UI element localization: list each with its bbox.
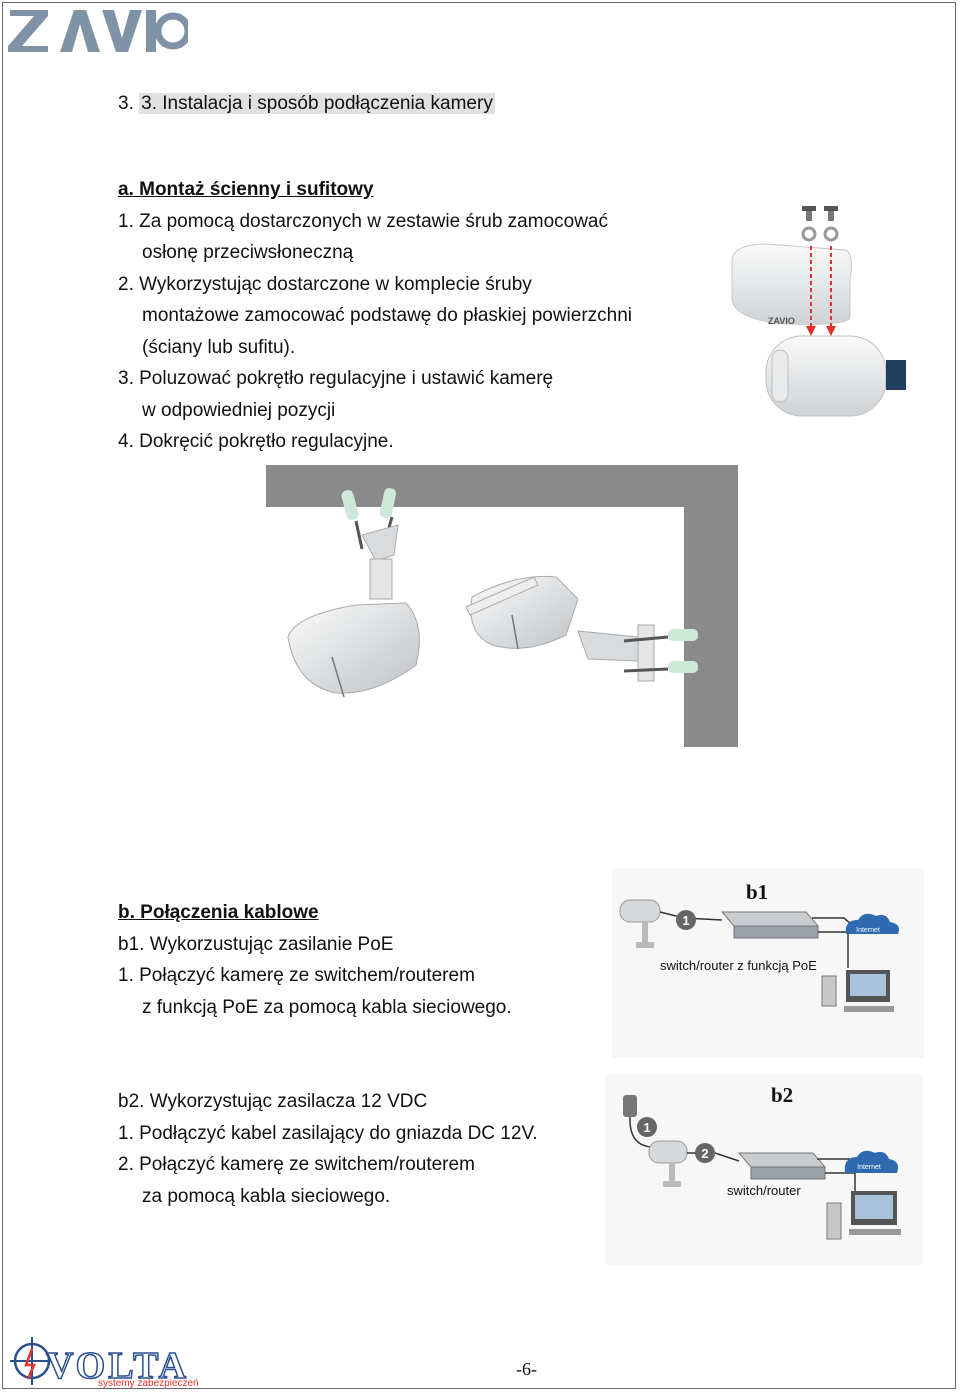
instruction-line: z funkcją PoE za pomocą kabla sieciowego… — [142, 997, 512, 1018]
ceiling-camera — [287, 488, 420, 698]
instruction-line: 4. Dokręcić pokrętło regulacyjne. — [118, 431, 394, 452]
instruction-line: 2. Wykorzystując dostarczone w komplecie… — [118, 274, 532, 295]
poe-connection-figure: b1 1 Internet switch/router z funkcją Po… — [612, 868, 924, 1058]
instruction-line: za pomocą kabla sieciowego. — [142, 1186, 391, 1207]
screw-icon — [802, 206, 816, 221]
ceiling — [266, 465, 738, 507]
instruction-line: (ściany lub sufitu). — [142, 337, 296, 358]
instruction-line: 2. Połączyć kamerę ze switchem/routerem — [118, 1154, 475, 1175]
zavio-logo — [8, 10, 188, 52]
instruction-line: 1. Za pomocą dostarczonych w zestawie śr… — [118, 211, 608, 232]
svg-text:Internet: Internet — [857, 1164, 881, 1171]
figure-label: b1 — [746, 880, 769, 904]
switch-icon — [737, 1152, 827, 1180]
camera-icon — [619, 899, 661, 948]
subsection-b-title: b. Połączenia kablowe — [118, 902, 319, 923]
dc-power-connection-figure: b2 1 2 Internet — [605, 1075, 923, 1265]
svg-text:Internet: Internet — [856, 927, 880, 934]
svg-text:1: 1 — [682, 913, 689, 928]
volta-emblem-icon — [10, 1337, 54, 1385]
step-badge-icon: 1 — [676, 910, 696, 930]
page-number: -6- — [516, 1359, 537, 1379]
section-number: 3. — [118, 93, 140, 114]
subsection-b2-title: b2. Wykorzystując zasilacza 12 VDC — [118, 1091, 428, 1112]
power-adapter-icon — [623, 1095, 652, 1148]
switch-label: switch/router — [727, 1183, 801, 1198]
svg-text:ZAVIO: ZAVIO — [768, 316, 795, 326]
instruction-line: w odpowiedniej pozycji — [142, 400, 336, 421]
sunshield-mount-illustration: ZAVIO — [731, 206, 906, 417]
computer-icon — [821, 970, 894, 1012]
subsection-a-title: a. Montaż ścienny i sufitowy — [118, 179, 374, 200]
computer-icon — [826, 1191, 901, 1240]
cloud-icon: Internet — [845, 913, 899, 934]
volta-tagline: systemy zabezpieczeń — [98, 1378, 199, 1389]
step-badge-icon: 1 — [637, 1117, 657, 1137]
instruction-line: 1. Połączyć kamerę ze switchem/routerem — [118, 965, 475, 986]
section-title: 3. Instalacja i sposób podłączenia kamer… — [139, 93, 495, 114]
svg-text:1: 1 — [643, 1120, 650, 1135]
volta-logo: VOLTA systemy zabezpieczeń — [6, 1335, 221, 1391]
instruction-line: montażowe zamocować podstawę do płaskiej… — [142, 305, 633, 326]
subsection-b1-title: b1. Wykorzustując zasilanie PoE — [118, 934, 394, 955]
screw-icon — [824, 206, 838, 221]
wall-camera — [465, 575, 698, 682]
wall — [684, 465, 738, 747]
wall-ceiling-mount-illustration — [266, 465, 738, 747]
switch-icon — [720, 911, 820, 939]
camera-icon — [648, 1140, 688, 1187]
instruction-line: 3. Poluzować pokrętło regulacyjne i usta… — [118, 368, 554, 389]
instruction-line: osłonę przeciwsłoneczną — [142, 242, 354, 263]
svg-text:2: 2 — [701, 1146, 708, 1161]
volta-wordmark: VOLTA — [45, 1345, 190, 1387]
instruction-line: 1. Podłączyć kabel zasilający do gniazda… — [118, 1123, 538, 1144]
figure-label: b2 — [771, 1083, 794, 1107]
step-badge-icon: 2 — [695, 1143, 715, 1163]
switch-label: switch/router z funkcją PoE — [660, 958, 817, 973]
cloud-icon: Internet — [844, 1150, 898, 1173]
